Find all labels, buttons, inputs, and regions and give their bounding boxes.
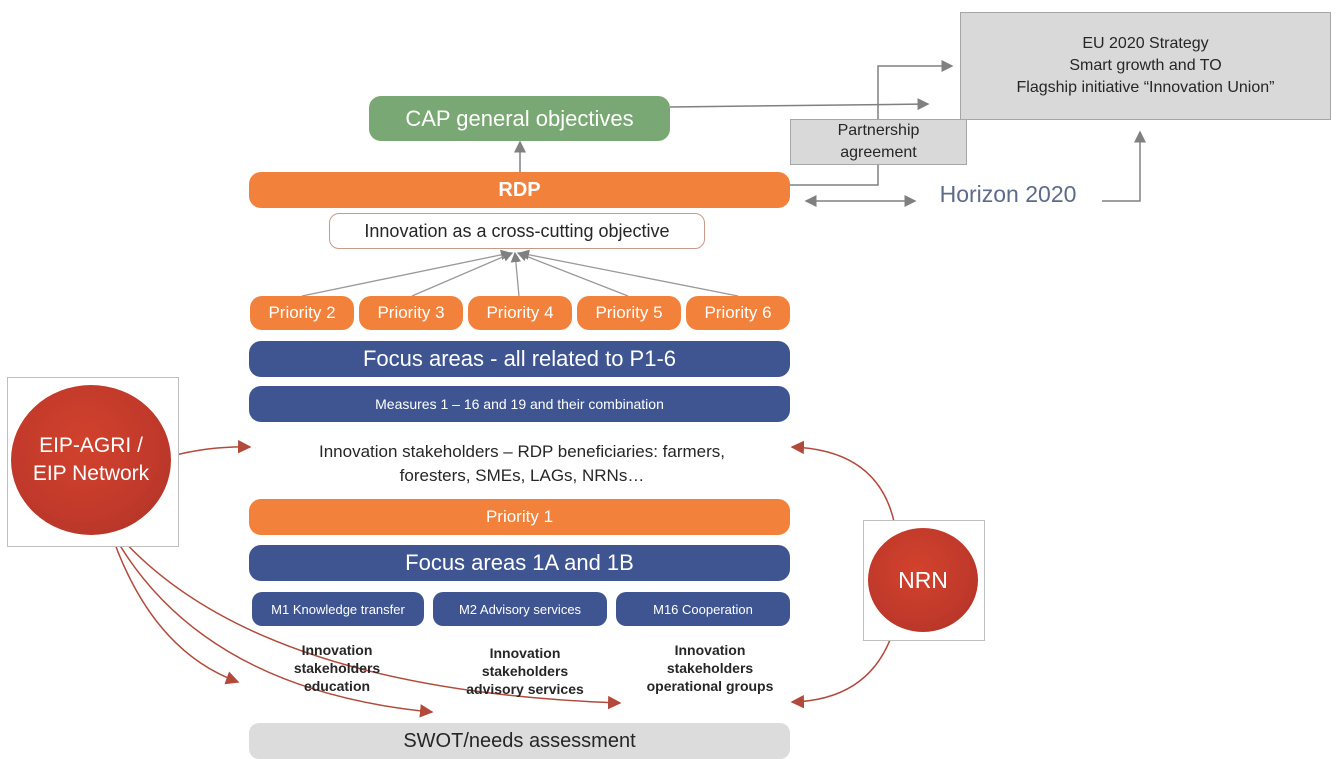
measure-m1-label: M1 Knowledge transfer [271, 601, 405, 617]
cap-objectives-box: CAP general objectives [369, 96, 670, 141]
outcome-operational-groups: Innovation stakeholders operational grou… [625, 641, 795, 695]
measure-m1-box: M1 Knowledge transfer [252, 592, 424, 626]
arrow-eip-to-groups [113, 529, 622, 710]
eu-strategy-line2: Smart growth and TO [1069, 57, 1222, 74]
priority-2-box: Priority 2 [250, 296, 354, 330]
focus-areas-p16-label: Focus areas - all related to P1-6 [362, 346, 677, 371]
priority-3-label: Priority 3 [377, 303, 445, 322]
priority-4-box: Priority 4 [468, 296, 572, 330]
measures-label: Measures 1 – 16 and 19 and their combina… [375, 396, 664, 412]
priority-6-label: Priority 6 [704, 303, 772, 322]
stakeholders-line1: Innovation stakeholders – RDP beneficiar… [319, 442, 725, 461]
arrow-p2 [301, 249, 512, 297]
partnership-line2: agreement [840, 144, 917, 161]
outcome-advisory-line3: advisory services [466, 681, 584, 697]
outcome-groups-line1: Innovation [674, 642, 746, 658]
arrow-nrn-to-groups [790, 631, 894, 709]
eu-strategy-box: EU 2020 Strategy Smart growth and TO Fla… [960, 12, 1331, 120]
arrow-eip-to-education [109, 529, 240, 685]
rdp-label: RDP [498, 178, 541, 201]
outcome-advisory: Innovation stakeholders advisory service… [440, 644, 610, 698]
arrow-p4 [510, 251, 522, 297]
measure-m16-box: M16 Cooperation [616, 592, 790, 626]
focus-areas-1ab-label: Focus areas 1A and 1B [405, 550, 634, 575]
outcome-advisory-line1: Innovation [489, 645, 561, 661]
eu-strategy-line3: Flagship initiative “Innovation Union” [1016, 79, 1275, 96]
outcome-education-line1: Innovation [301, 642, 373, 658]
measures-box: Measures 1 – 16 and 19 and their combina… [249, 386, 790, 422]
rdp-box: RDP [249, 172, 790, 208]
priority-5-label: Priority 5 [595, 303, 663, 322]
priority-1-label: Priority 1 [485, 507, 554, 526]
swot-box: SWOT/needs assessment [249, 723, 790, 759]
arrow-p3 [411, 251, 514, 297]
nrn-label: NRN [898, 566, 948, 593]
nrn-circle: NRN [868, 528, 978, 632]
priority-6-box: Priority 6 [686, 296, 790, 330]
swot-label: SWOT/needs assessment [403, 729, 636, 752]
arrow-p5 [516, 251, 629, 297]
focus-areas-p16-box: Focus areas - all related to P1-6 [249, 341, 790, 377]
partnership-line1: Partnership [837, 122, 920, 139]
priority-3-box: Priority 3 [359, 296, 463, 330]
arrow-eip-to-stakeholders [171, 439, 252, 457]
horizon-2020-label: Horizon 2020 [939, 181, 1077, 207]
outcome-education: Innovation stakeholders education [262, 641, 412, 695]
measure-m2-label: M2 Advisory services [458, 601, 582, 617]
stakeholders-text: Innovation stakeholders – RDP beneficiar… [262, 440, 782, 488]
eip-line1: EIP-AGRI / [39, 434, 143, 457]
outcome-groups-line2: stakeholders [666, 660, 754, 676]
priority-2-label: Priority 2 [268, 303, 336, 322]
priority-5-box: Priority 5 [577, 296, 681, 330]
eu-strategy-line1: EU 2020 Strategy [1082, 35, 1209, 52]
eip-line2: EIP Network [32, 462, 150, 485]
priority-1-box: Priority 1 [249, 499, 790, 535]
priority-4-label: Priority 4 [486, 303, 554, 322]
outcome-advisory-line2: stakeholders [481, 663, 569, 679]
arrow-eip-to-swot [111, 531, 434, 718]
partnership-agreement-box: Partnership agreement [790, 119, 967, 165]
arrow-cap-to-eu [669, 98, 930, 111]
focus-areas-1ab-box: Focus areas 1A and 1B [249, 545, 790, 581]
outcome-groups-line3: operational groups [646, 678, 774, 694]
arrow-horizon-to-eu [1102, 130, 1146, 202]
outcome-education-line2: stakeholders [293, 660, 381, 676]
measure-m2-box: M2 Advisory services [433, 592, 607, 626]
stakeholders-line2: foresters, SMEs, LAGs, NRNs… [399, 466, 645, 485]
eip-agri-circle: EIP-AGRI / EIP Network [11, 385, 171, 535]
measure-m16-label: M16 Cooperation [653, 601, 753, 617]
arrow-p6 [518, 249, 739, 297]
innovation-objective-box: Innovation as a cross-cutting objective [329, 213, 705, 249]
innovation-objective-label: Innovation as a cross-cutting objective [364, 220, 670, 241]
arrow-nrn-to-stakeholders [790, 440, 896, 527]
cap-objectives-label: CAP general objectives [405, 105, 634, 131]
outcome-education-line3: education [303, 678, 371, 694]
